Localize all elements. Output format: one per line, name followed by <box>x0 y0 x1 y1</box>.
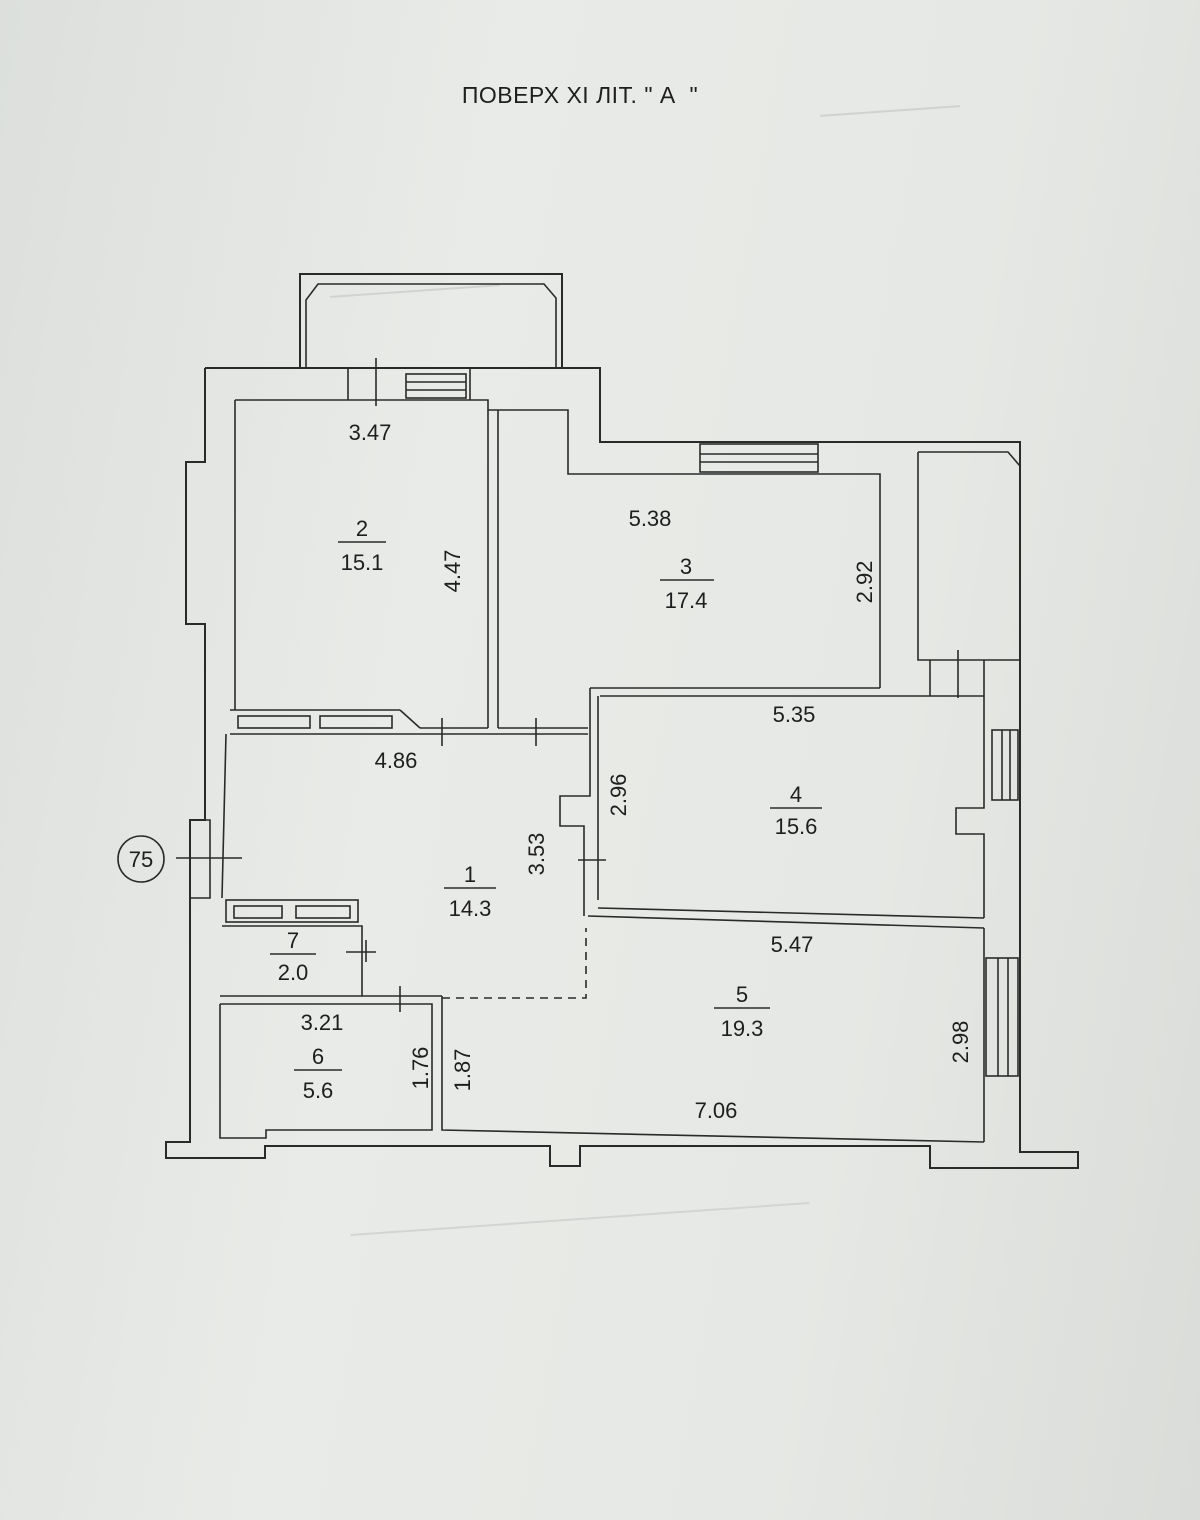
room-number: 6 <box>312 1044 324 1069</box>
loggia-right <box>917 451 1021 698</box>
room-number: 7 <box>287 928 299 953</box>
dimension-corridor-depth: 1.87 <box>450 1049 475 1092</box>
room-area: 15.1 <box>341 550 384 575</box>
dimension-room5-width: 5.47 <box>771 932 814 957</box>
room-number: 2 <box>356 516 368 541</box>
room-7-label: 7 2.0 <box>270 928 316 985</box>
dimension-room5-bottom: 7.06 <box>695 1098 738 1123</box>
room-area: 2.0 <box>278 960 309 985</box>
room-4-label: 4 15.6 <box>770 782 822 839</box>
dimension-room4-width: 5.35 <box>773 702 816 727</box>
room-number: 3 <box>680 554 692 579</box>
dimension-room2-depth: 4.47 <box>440 550 465 593</box>
room-area: 17.4 <box>665 588 708 613</box>
dimension-room4-depth: 2.96 <box>606 774 631 817</box>
room-2-label: 2 15.1 <box>338 516 386 575</box>
balcony-top <box>299 273 563 400</box>
partitions <box>190 410 985 1143</box>
room-1-label: 1 14.3 <box>444 862 496 921</box>
dimension-room1-width: 4.86 <box>375 748 418 773</box>
dimension-room5-depth: 2.98 <box>948 1021 973 1064</box>
room-number: 5 <box>736 982 748 1007</box>
outer-walls <box>165 367 1079 1169</box>
axis-marker-label: 75 <box>129 847 153 872</box>
room-area: 19.3 <box>721 1016 764 1041</box>
room-number: 4 <box>790 782 802 807</box>
axis-marker: 75 <box>117 835 165 883</box>
dimension-room3-depth: 2.92 <box>852 561 877 604</box>
plan-title: ПОВЕРХ XI ЛІТ. " А " <box>461 82 699 108</box>
dimension-room3-width: 5.38 <box>629 506 672 531</box>
room-3-label: 3 17.4 <box>660 554 714 613</box>
axis-marker-circle <box>117 835 165 883</box>
door-marks <box>176 358 606 1012</box>
dimension-room2-width: 3.47 <box>349 420 392 445</box>
room-area: 5.6 <box>303 1078 334 1103</box>
windows <box>699 443 1019 1077</box>
room-6-label: 6 5.6 <box>294 1044 342 1103</box>
room-number: 1 <box>464 862 476 887</box>
dimension-room6-depth: 1.76 <box>408 1047 433 1090</box>
room-area: 15.6 <box>775 814 818 839</box>
dimension-room1-depth: 3.53 <box>524 833 549 876</box>
dimensions: 3.47 4.47 5.38 2.92 5.35 2.96 4.86 3.53 … <box>301 420 973 1123</box>
dimension-room6-width: 3.21 <box>301 1010 344 1035</box>
room-area: 14.3 <box>449 896 492 921</box>
room-5-label: 5 19.3 <box>714 982 770 1041</box>
